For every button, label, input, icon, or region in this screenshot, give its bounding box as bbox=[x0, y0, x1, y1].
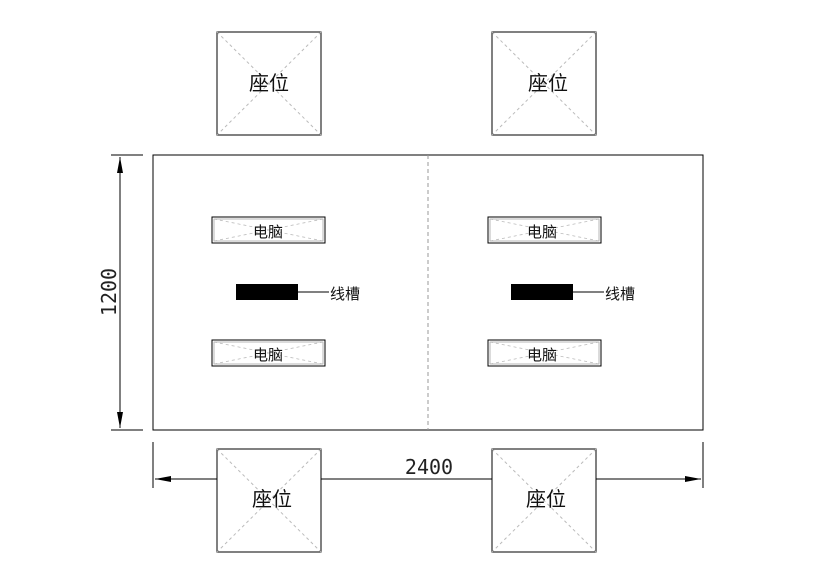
width-dimension-label: 2400 bbox=[405, 455, 453, 479]
trunking-label: 线槽 bbox=[330, 285, 360, 303]
seat-label: 座位 bbox=[249, 71, 289, 95]
width-label-backdrop bbox=[394, 455, 464, 477]
computer-label: 电脑 bbox=[253, 223, 283, 241]
computer-label: 电脑 bbox=[527, 223, 557, 241]
trunking-right: 线槽 bbox=[511, 284, 635, 303]
height-dimension: 1200 bbox=[97, 154, 143, 431]
computer-label: 电脑 bbox=[527, 346, 557, 364]
height-dimension-label: 1200 bbox=[97, 268, 121, 316]
trunking-label: 线槽 bbox=[605, 285, 635, 303]
seat-bottom-right: 座位 bbox=[491, 448, 597, 553]
computer-right-top: 电脑 bbox=[487, 216, 602, 244]
seat-top-left: 座位 bbox=[216, 31, 322, 136]
seat-bottom-left: 座位 bbox=[216, 448, 322, 553]
computer-left-top: 电脑 bbox=[211, 216, 326, 244]
seat-label: 座位 bbox=[526, 487, 566, 511]
seat-top-right: 座位 bbox=[491, 31, 597, 136]
computer-right-bottom: 电脑 bbox=[487, 339, 602, 367]
seat-label: 座位 bbox=[252, 487, 292, 511]
computer-label: 电脑 bbox=[253, 346, 283, 364]
trunking-left: 线槽 bbox=[236, 284, 360, 303]
seat-label: 座位 bbox=[528, 71, 568, 95]
computer-left-bottom: 电脑 bbox=[211, 339, 326, 367]
